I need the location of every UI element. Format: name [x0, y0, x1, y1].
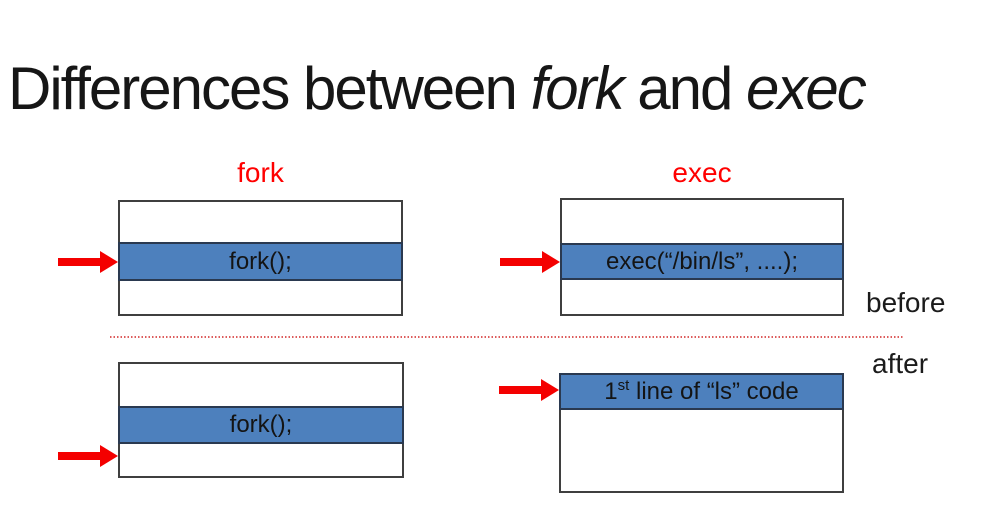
code-label-exec-before: exec(“/bin/ls”, ....); — [605, 247, 799, 275]
memory-band: fork(); — [118, 406, 404, 444]
after-label: after — [872, 348, 929, 379]
arrow-shaft — [499, 386, 542, 394]
column-label-fork: fork — [237, 157, 284, 188]
code-label-fork-after: fork(); — [229, 411, 293, 438]
red-arrow-icon — [500, 251, 560, 273]
slide-title: Differences between fork and exec — [8, 55, 867, 123]
arrow-shaft — [58, 258, 101, 266]
title-run-2: and — [622, 55, 747, 123]
process-box-fork-after: fork(); — [118, 362, 404, 478]
code-label-exec-after: 1st line of “ls” code — [604, 376, 799, 405]
red-arrow-icon — [58, 251, 118, 273]
divider-dotted-line — [110, 336, 903, 338]
memory-band: 1st line of “ls” code — [559, 373, 844, 410]
arrow-shaft — [58, 452, 101, 460]
arrow-shaft — [500, 258, 543, 266]
before-label: before — [866, 287, 946, 318]
ordinal-suffix: st — [617, 376, 630, 394]
process-box-fork-before: fork(); — [118, 200, 403, 316]
memory-band: fork(); — [118, 242, 403, 281]
title-run-exec-italic: exec — [746, 55, 867, 123]
arrow-head — [541, 379, 559, 401]
process-box-exec-after: 1st line of “ls” code — [559, 373, 844, 493]
arrow-head — [100, 445, 118, 467]
code-label-fork-before: fork(); — [229, 247, 292, 275]
red-arrow-icon — [499, 379, 559, 401]
arrow-head — [100, 251, 118, 273]
ordinal-number: 1 — [604, 377, 618, 405]
arrow-head — [542, 251, 560, 273]
memory-band: exec(“/bin/ls”, ....); — [560, 243, 844, 280]
title-run-fork-italic: fork — [530, 55, 625, 123]
title-run-1: Differences between — [8, 55, 531, 123]
column-label-exec: exec — [672, 157, 732, 188]
red-arrow-icon — [58, 445, 118, 467]
process-box-exec-before: exec(“/bin/ls”, ....); — [560, 198, 844, 316]
code-text: line of “ls” code — [629, 377, 799, 405]
